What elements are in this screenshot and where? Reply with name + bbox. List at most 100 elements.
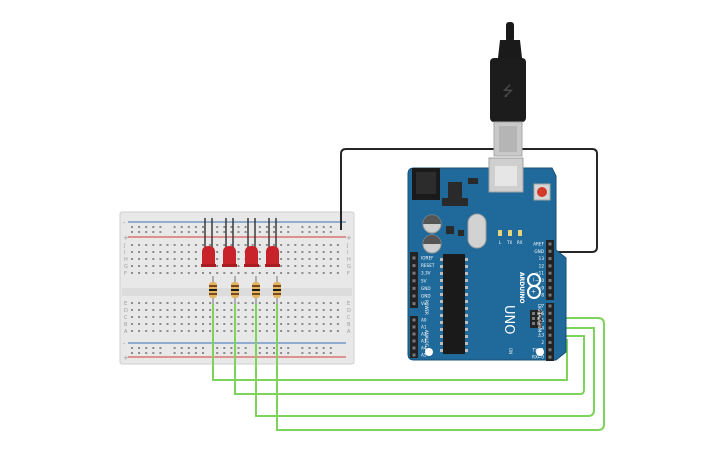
breadboard-hole[interactable] bbox=[131, 309, 133, 311]
breadboard-hole[interactable] bbox=[280, 265, 283, 267]
breadboard-hole[interactable] bbox=[258, 231, 261, 233]
breadboard-hole[interactable] bbox=[173, 272, 176, 274]
breadboard-hole[interactable] bbox=[166, 309, 169, 311]
breadboard-hole[interactable] bbox=[180, 258, 183, 260]
breadboard-hole[interactable] bbox=[258, 226, 261, 228]
breadboard-hole[interactable] bbox=[194, 316, 197, 318]
breadboard-hole[interactable] bbox=[322, 323, 325, 325]
breadboard-hole[interactable] bbox=[237, 265, 240, 267]
breadboard-hole[interactable] bbox=[180, 251, 183, 253]
breadboard-hole[interactable] bbox=[173, 265, 176, 267]
breadboard-hole[interactable] bbox=[166, 258, 169, 260]
breadboard-hole[interactable] bbox=[280, 316, 283, 318]
breadboard-hole[interactable] bbox=[308, 347, 311, 349]
breadboard-hole[interactable] bbox=[336, 251, 339, 253]
breadboard-hole[interactable] bbox=[301, 265, 304, 267]
breadboard-hole[interactable] bbox=[145, 323, 148, 325]
breadboard-hole[interactable] bbox=[166, 244, 169, 246]
breadboard-hole[interactable] bbox=[187, 316, 190, 318]
breadboard-hole[interactable] bbox=[152, 265, 155, 267]
breadboard-hole[interactable] bbox=[216, 302, 219, 304]
breadboard-hole[interactable] bbox=[159, 258, 162, 260]
breadboard-hole[interactable] bbox=[237, 316, 240, 318]
breadboard-hole[interactable] bbox=[145, 265, 148, 267]
breadboard-hole[interactable] bbox=[287, 316, 290, 318]
breadboard-hole[interactable] bbox=[152, 231, 155, 233]
breadboard-hole[interactable] bbox=[315, 330, 318, 332]
breadboard-hole[interactable] bbox=[294, 316, 297, 318]
breadboard-hole[interactable] bbox=[230, 352, 233, 354]
breadboard-hole[interactable] bbox=[138, 244, 141, 246]
header-pin[interactable] bbox=[412, 302, 416, 306]
icsp-header[interactable] bbox=[530, 310, 542, 328]
breadboard-hole[interactable] bbox=[131, 272, 133, 274]
breadboard-hole[interactable] bbox=[273, 330, 275, 332]
header-pin[interactable] bbox=[412, 271, 416, 275]
breadboard-hole[interactable] bbox=[173, 316, 176, 318]
breadboard-hole[interactable] bbox=[301, 352, 304, 354]
breadboard-hole[interactable] bbox=[244, 352, 247, 354]
breadboard-hole[interactable] bbox=[152, 347, 155, 349]
breadboard-hole[interactable] bbox=[251, 309, 254, 311]
breadboard-hole[interactable] bbox=[280, 231, 283, 233]
breadboard-hole[interactable] bbox=[244, 347, 247, 349]
usb-b-socket[interactable] bbox=[488, 157, 524, 193]
breadboard-hole[interactable] bbox=[258, 352, 261, 354]
breadboard-hole[interactable] bbox=[216, 226, 219, 228]
breadboard-hole[interactable] bbox=[187, 226, 190, 228]
breadboard-hole[interactable] bbox=[216, 251, 219, 253]
breadboard-hole[interactable] bbox=[216, 347, 219, 349]
breadboard-hole[interactable] bbox=[152, 330, 155, 332]
breadboard-hole[interactable] bbox=[180, 244, 183, 246]
breadboard-hole[interactable] bbox=[315, 226, 318, 228]
breadboard-hole[interactable] bbox=[294, 265, 297, 267]
breadboard-hole[interactable] bbox=[329, 347, 332, 349]
breadboard-hole[interactable] bbox=[237, 330, 240, 332]
breadboard-hole[interactable] bbox=[280, 323, 283, 325]
breadboard-hole[interactable] bbox=[159, 302, 162, 304]
breadboard-hole[interactable] bbox=[237, 323, 240, 325]
breadboard-hole[interactable] bbox=[223, 347, 226, 349]
breadboard-hole[interactable] bbox=[287, 352, 290, 354]
breadboard-hole[interactable] bbox=[194, 330, 197, 332]
breadboard-hole[interactable] bbox=[166, 251, 169, 253]
breadboard-hole[interactable] bbox=[216, 231, 219, 233]
reset-button[interactable] bbox=[533, 183, 551, 201]
breadboard-hole[interactable] bbox=[187, 347, 190, 349]
breadboard-hole[interactable] bbox=[230, 244, 233, 246]
breadboard-hole[interactable] bbox=[145, 226, 148, 228]
breadboard-hole[interactable] bbox=[308, 265, 311, 267]
breadboard-hole[interactable] bbox=[308, 302, 311, 304]
breadboard-hole[interactable] bbox=[251, 323, 254, 325]
breadboard-hole[interactable] bbox=[294, 323, 297, 325]
breadboard-hole[interactable] bbox=[322, 347, 325, 349]
breadboard-hole[interactable] bbox=[223, 352, 226, 354]
breadboard-hole[interactable] bbox=[329, 272, 332, 274]
breadboard-hole[interactable] bbox=[202, 231, 204, 233]
header-pin[interactable] bbox=[548, 311, 552, 315]
breadboard-hole[interactable] bbox=[194, 352, 197, 354]
header-pin[interactable] bbox=[412, 353, 416, 357]
breadboard-hole[interactable] bbox=[287, 323, 290, 325]
breadboard-hole[interactable] bbox=[216, 316, 219, 318]
breadboard-hole[interactable] bbox=[336, 258, 339, 260]
breadboard-hole[interactable] bbox=[145, 316, 148, 318]
breadboard-hole[interactable] bbox=[131, 231, 133, 233]
breadboard-hole[interactable] bbox=[152, 316, 155, 318]
breadboard-hole[interactable] bbox=[159, 265, 162, 267]
breadboard-hole[interactable] bbox=[202, 302, 204, 304]
breadboard-hole[interactable] bbox=[258, 251, 261, 253]
header-pin[interactable] bbox=[548, 355, 552, 359]
breadboard-hole[interactable] bbox=[287, 330, 290, 332]
breadboard-hole[interactable] bbox=[265, 347, 268, 349]
breadboard-hole[interactable] bbox=[258, 323, 261, 325]
breadboard-hole[interactable] bbox=[180, 231, 183, 233]
breadboard-hole[interactable] bbox=[138, 226, 141, 228]
breadboard-hole[interactable] bbox=[322, 251, 325, 253]
breadboard-hole[interactable] bbox=[251, 244, 254, 246]
breadboard-hole[interactable] bbox=[138, 347, 141, 349]
breadboard-hole[interactable] bbox=[322, 272, 325, 274]
breadboard-hole[interactable] bbox=[159, 231, 162, 233]
breadboard-hole[interactable] bbox=[244, 226, 247, 228]
breadboard-hole[interactable] bbox=[322, 352, 325, 354]
